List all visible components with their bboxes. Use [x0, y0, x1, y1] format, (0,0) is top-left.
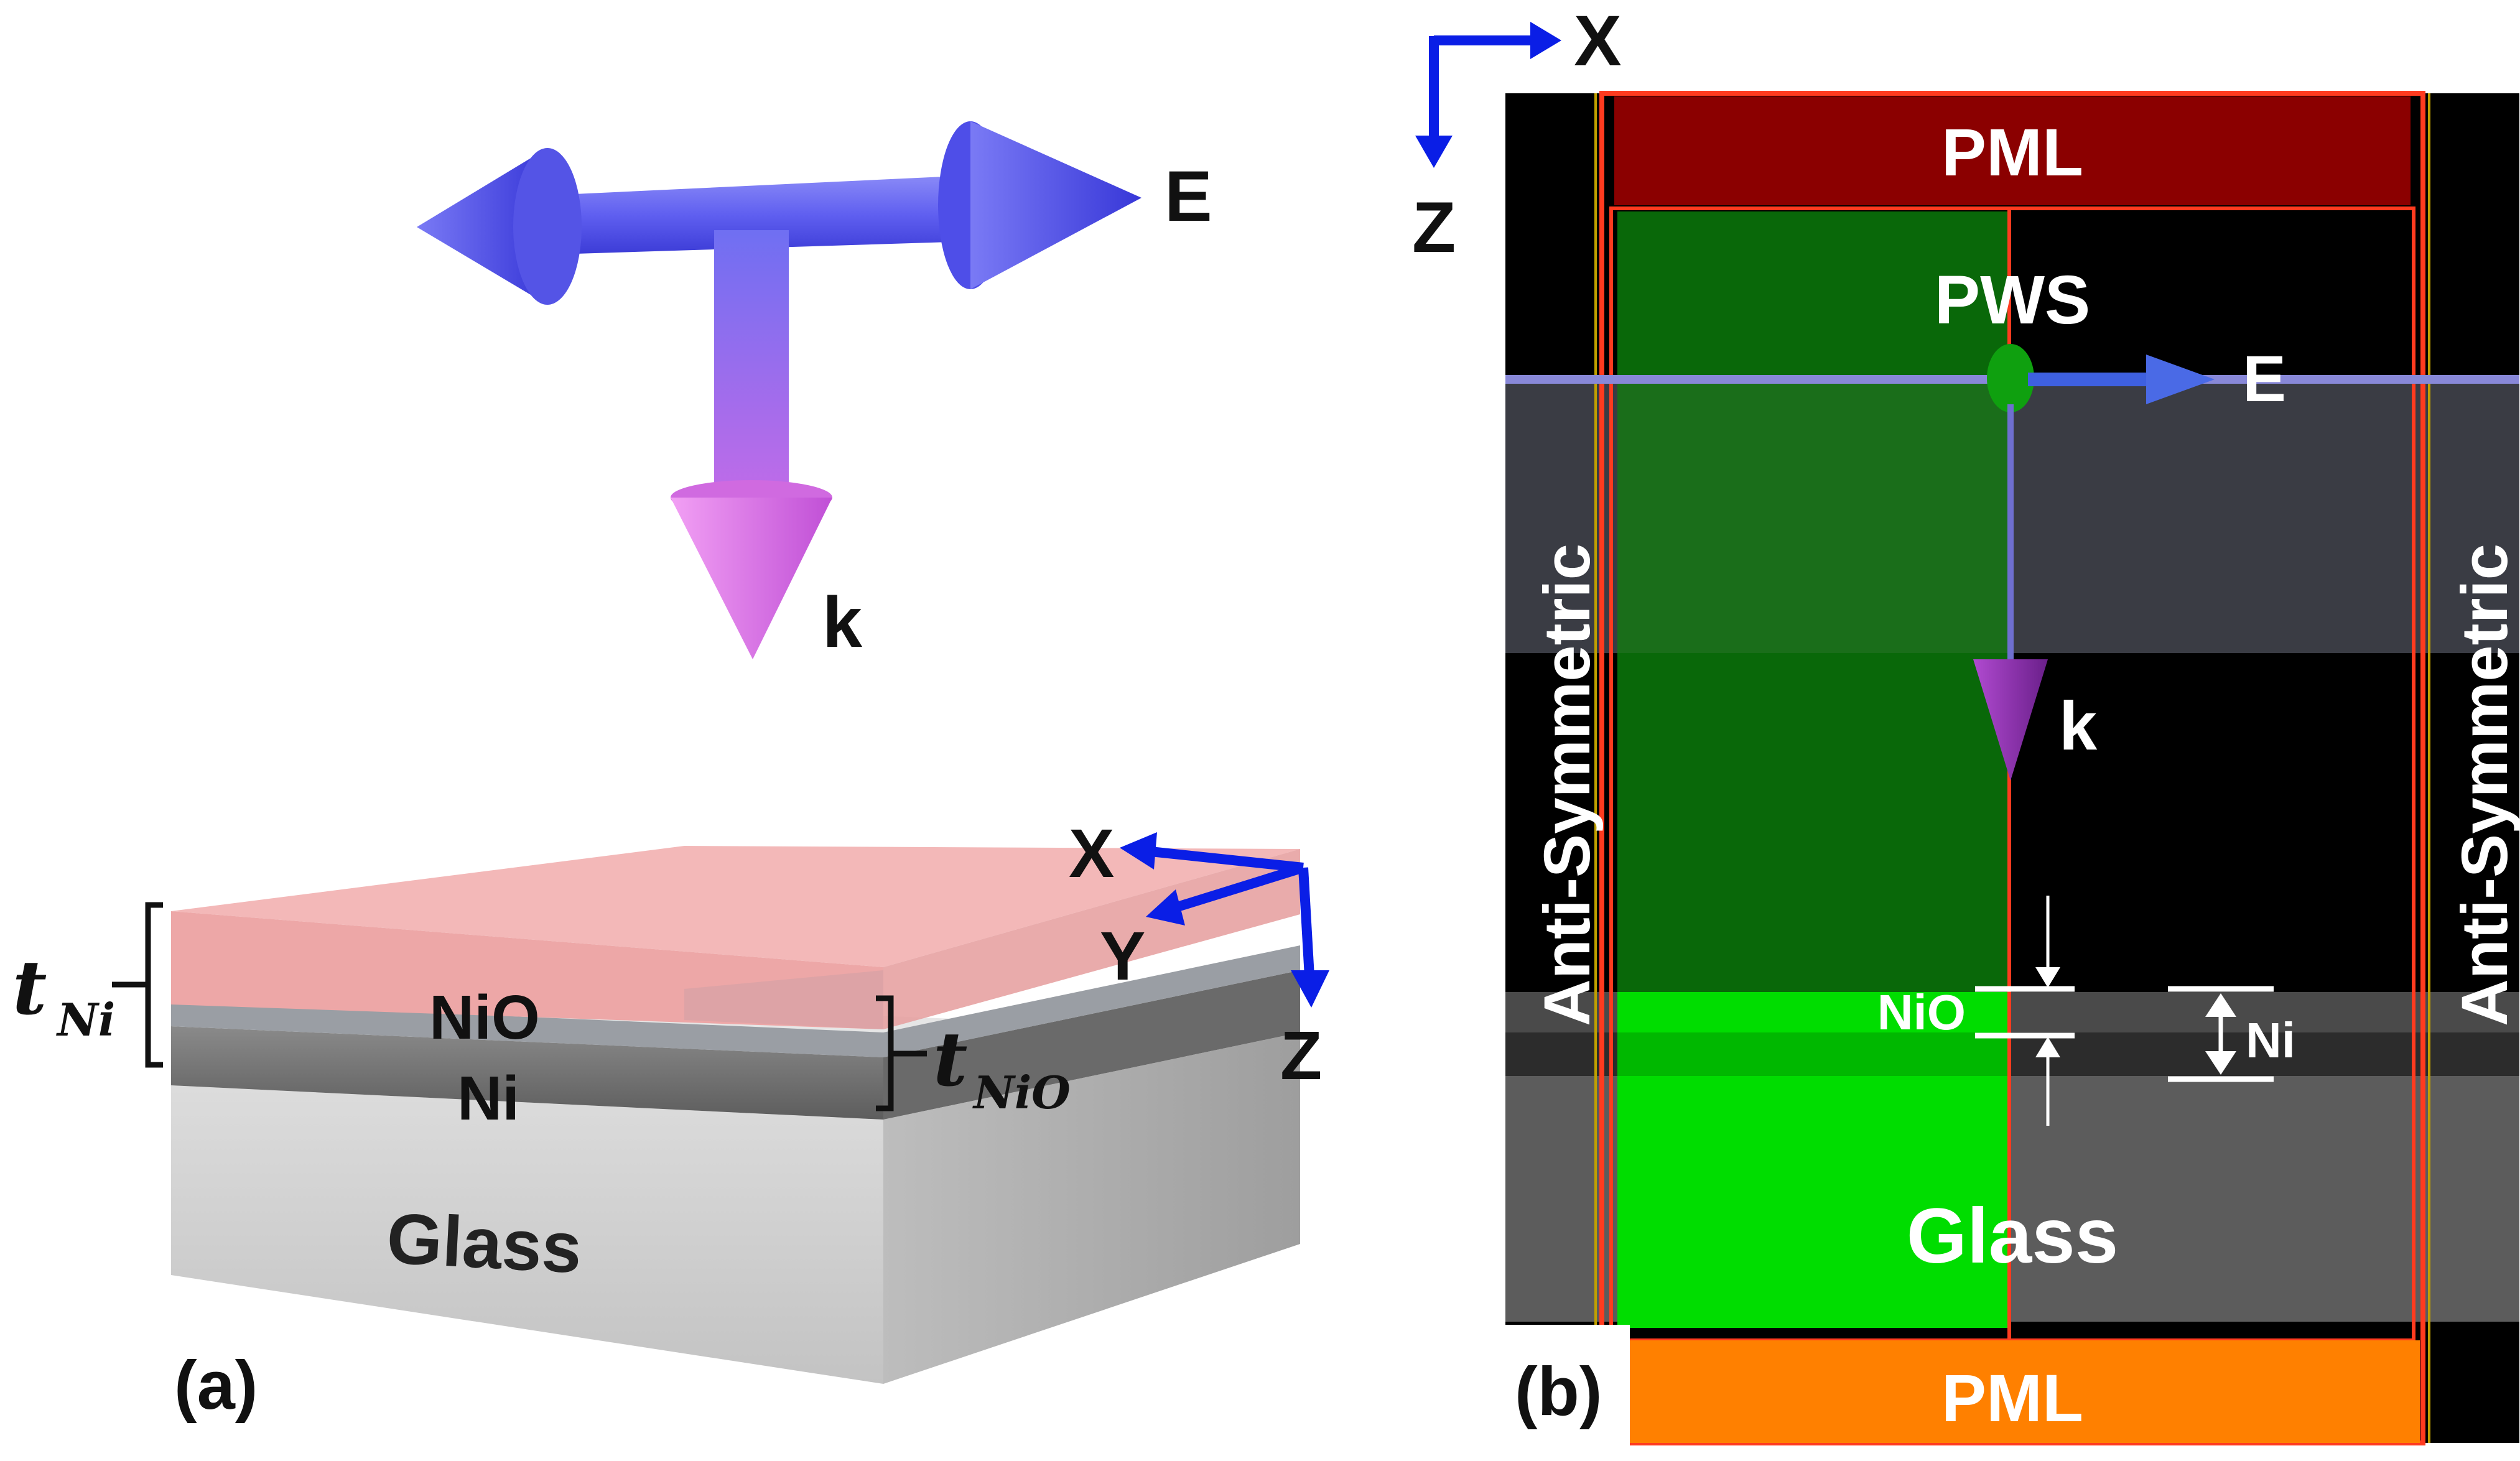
boundary-left-label: Anti-Symmetric — [1531, 544, 1604, 1026]
ni-marker-up-head — [2205, 993, 2236, 1017]
sim-green-incident — [1617, 376, 2009, 653]
sim-green-ni — [1617, 1032, 2009, 1076]
e-arrow-right-head — [970, 121, 1141, 289]
glass-label-b: Glass — [1907, 1193, 2119, 1279]
glass-front — [171, 1085, 883, 1384]
glass-side — [883, 1032, 1300, 1384]
t-nio-subscript: NiO — [972, 1066, 1071, 1119]
axis-y-head — [1146, 889, 1185, 925]
axis-z-line — [1298, 867, 1314, 977]
axis-x-head-b — [1530, 22, 1561, 59]
k-label: k — [822, 583, 863, 662]
k-label-b: k — [2059, 688, 2098, 764]
k-arrow-shaft — [714, 230, 789, 498]
axis-z-label: Z — [1280, 1018, 1322, 1094]
axis-z-label-b: Z — [1412, 188, 1456, 267]
ni-marker-down-head — [2205, 1051, 2236, 1075]
ni-label-b: Ni — [2246, 1013, 2295, 1068]
panel-b: X Z PML PML PWS E — [1412, 1, 2520, 1458]
t-ni-symbol: t — [12, 944, 47, 1032]
k-direction-head — [1973, 659, 2048, 781]
glass-label: Glass — [385, 1199, 584, 1288]
axis-y-line — [1168, 863, 1305, 914]
axis-z-head — [1291, 970, 1329, 1008]
source-label: PWS — [1935, 262, 2091, 338]
incident-wave-arrows: E k — [417, 121, 1212, 662]
panel-b-label: (b) — [1515, 1353, 1602, 1430]
axis-x-line — [1144, 846, 1304, 873]
panel-b-label-bg — [1493, 1325, 1630, 1458]
nio-layer-top — [171, 846, 1300, 967]
nio-marker-up-head — [2035, 1037, 2060, 1057]
thickness-t-ni: t Ni — [12, 902, 163, 1068]
e-label-b: E — [2243, 343, 2286, 415]
t-nio-symbol: t — [933, 1016, 967, 1103]
axes-3d: X Y Z — [1069, 815, 1329, 1094]
nio-label: NiO — [429, 983, 540, 1052]
nio-thickness-marker: NiO — [1877, 896, 2075, 1126]
pml-bottom-label: PML — [1941, 1360, 2083, 1435]
nio-shading — [684, 970, 883, 1029]
layered-sample: NiO Ni Glass — [171, 846, 1300, 1384]
source-marker — [1987, 344, 2034, 412]
ni-label: Ni — [457, 1064, 519, 1133]
axis-x-head — [1120, 832, 1157, 870]
panel-a-label: (a) — [174, 1347, 258, 1424]
pml-bottom — [1630, 1340, 2420, 1443]
e-arrow-shaft — [535, 175, 970, 255]
ni-thickness-marker: Ni — [2168, 986, 2295, 1082]
e-arrow-left-head — [417, 148, 547, 305]
axis-x-label-b: X — [1574, 1, 1622, 81]
pml-top-label: PML — [1941, 114, 2083, 190]
nio-label-b: NiO — [1877, 985, 1966, 1040]
t-ni-bracket — [145, 902, 163, 1068]
e-label: E — [1165, 157, 1212, 236]
k-arrow-head — [671, 498, 832, 659]
boundary-right-label: Anti-Symmetric — [2448, 544, 2520, 1026]
nio-layer-side — [883, 849, 1300, 1029]
panel-a: E k NiO Ni Glass — [12, 121, 1329, 1424]
ni-layer-side — [883, 970, 1300, 1120]
e-direction-head — [2146, 355, 2215, 404]
nio-layer-front — [171, 911, 883, 1029]
axis-z-head-b — [1415, 136, 1453, 168]
pml-top — [1614, 96, 2411, 205]
axis-x-label: X — [1069, 815, 1114, 892]
t-ni-subscript: Ni — [56, 993, 115, 1046]
nio-marker-down-head — [2035, 967, 2060, 988]
e-arrow-left-cap — [513, 148, 582, 305]
ni-layer-top — [171, 945, 1300, 1057]
axes-2d: X Z — [1412, 1, 1622, 267]
thickness-t-nio: t NiO — [876, 995, 1071, 1119]
axis-y-label: Y — [1100, 918, 1145, 995]
